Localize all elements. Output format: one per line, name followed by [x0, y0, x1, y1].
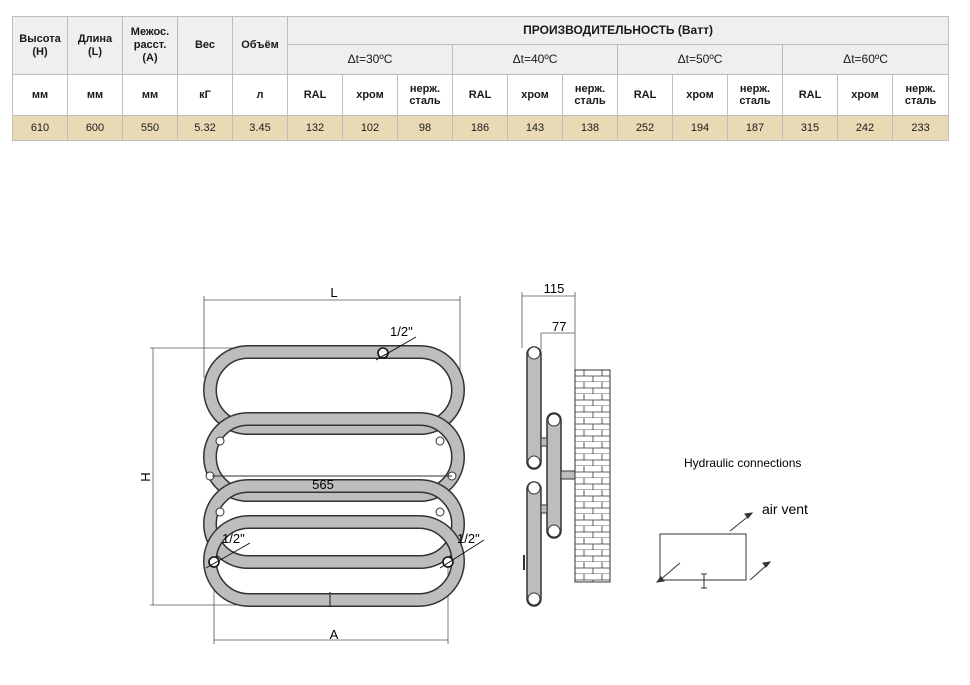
label-115: 115 [544, 281, 565, 296]
header-axis-distance: Межос. расст. (A) [122, 16, 178, 75]
label-565: 565 [312, 477, 334, 492]
header-height: Высота (H) [12, 16, 68, 75]
unit-cell: нерж. сталь [397, 74, 453, 116]
connection-schematic [659, 533, 747, 581]
arrow-air-vent [729, 514, 751, 532]
unit-cell: мм [12, 74, 68, 116]
arrow-inlet [659, 562, 681, 581]
side-tubes [523, 346, 576, 607]
joint-marker [215, 436, 225, 446]
unit-cell: мм [122, 74, 178, 116]
arrowhead-air-vent [744, 512, 754, 519]
label-77: 77 [552, 319, 566, 334]
label-thread-top: 1/2" [390, 324, 413, 339]
front-view: L H A [138, 285, 485, 644]
header-delta-30: Δt=30ºC [287, 44, 453, 75]
value-cell: 600 [67, 115, 123, 141]
joint-markers [205, 436, 457, 517]
port-left [205, 542, 251, 569]
unit-cell: RAL [617, 74, 673, 116]
joint-marker [215, 507, 225, 517]
spec-table: Высота (H) Длина (L) Межос. расст. (A) В… [12, 16, 950, 141]
value-cell: 98 [397, 115, 453, 141]
tube-loop-lower-mid-fill [204, 480, 464, 568]
value-cell: 252 [617, 115, 673, 141]
value-cell: 5.32 [177, 115, 233, 141]
value-cell: 132 [287, 115, 343, 141]
header-delta-40: Δt=40ºC [452, 44, 618, 75]
label-A: A [330, 627, 339, 642]
value-cell: 610 [12, 115, 68, 141]
unit-cell: RAL [287, 74, 343, 116]
value-cell: 3.45 [232, 115, 288, 141]
wall [574, 369, 611, 583]
unit-cell: хром [507, 74, 563, 116]
unit-cell: хром [672, 74, 728, 116]
label-L: L [330, 285, 337, 300]
tube-loop-upper-mid-fill [204, 413, 464, 501]
header-delta-50: Δt=50ºC [617, 44, 783, 75]
joint-marker [435, 436, 445, 446]
dimension-77 [540, 332, 575, 350]
joint-marker [435, 507, 445, 517]
tube-loop-top-fill [204, 346, 464, 434]
header-performance: ПРОИЗВОДИТЕЛЬНОСТЬ (Ватт) [286, 16, 950, 45]
value-cell: 138 [562, 115, 618, 141]
unit-cell: нерж. сталь [727, 74, 783, 116]
hydraulic-connections: Hydraulic connections air vent [655, 456, 808, 589]
unit-cell: кГ [177, 74, 233, 116]
value-cell: 194 [672, 115, 728, 141]
side-view: 115 77 [521, 281, 611, 607]
header-length: Длина (L) [67, 16, 123, 75]
arrowhead-outlet [762, 561, 772, 568]
header-weight: Вес [177, 16, 233, 75]
label-air-vent: air vent [762, 501, 808, 517]
dimension-115 [521, 292, 576, 370]
header-volume: Объём [232, 16, 288, 75]
value-cell: 233 [891, 115, 950, 141]
label-thread-left: 1/2" [222, 531, 245, 546]
label-hydraulic: Hydraulic connections [684, 456, 801, 470]
unit-cell: RAL [452, 74, 508, 116]
port-top [375, 336, 417, 361]
header-delta-60: Δt=60ºC [781, 44, 950, 75]
port-right [439, 539, 485, 569]
label-thread-right: 1/2" [457, 531, 480, 546]
unit-cell: нерж. сталь [562, 74, 618, 116]
value-cell: 550 [122, 115, 178, 141]
dimension-L [203, 296, 461, 378]
unit-cell: хром [837, 74, 893, 116]
arrowhead-inlet [655, 576, 665, 583]
unit-cell: RAL [782, 74, 838, 116]
value-cell: 242 [837, 115, 893, 141]
arrow-outlet [749, 563, 769, 581]
unit-cell: л [232, 74, 288, 116]
value-cell: 187 [727, 115, 783, 141]
value-cell: 186 [452, 115, 508, 141]
unit-cell: хром [342, 74, 398, 116]
value-cell: 102 [342, 115, 398, 141]
value-cell: 143 [507, 115, 563, 141]
value-cell: 315 [782, 115, 838, 141]
label-H: H [138, 472, 153, 481]
